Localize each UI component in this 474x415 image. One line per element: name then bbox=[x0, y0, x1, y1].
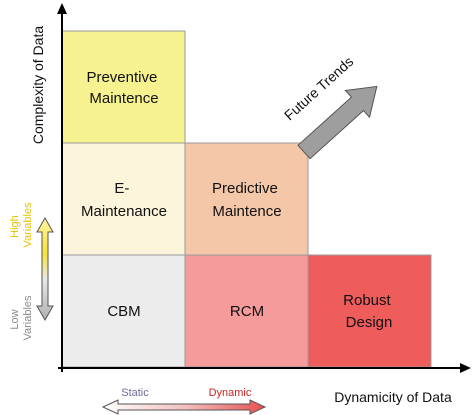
y-axis-label: Complexity of Data bbox=[30, 26, 46, 144]
cell-label-preventive: Preventive Maintence bbox=[86, 69, 161, 107]
cell-label-e-maintenance: E- Maintenance bbox=[81, 180, 167, 220]
y-axis-arrowhead bbox=[57, 3, 67, 14]
future-trends-arrow bbox=[297, 85, 378, 160]
cell-preventive bbox=[61, 30, 186, 144]
cell-e-maintenance bbox=[61, 142, 186, 256]
dynamic-label: Dynamic bbox=[209, 387, 252, 399]
vertical-double-arrow bbox=[36, 216, 54, 322]
cell-cbm bbox=[61, 254, 186, 368]
cell-label-rcm: RCM bbox=[230, 303, 264, 320]
cell-robust-design bbox=[307, 254, 432, 368]
static-label: Static bbox=[121, 387, 149, 399]
low-variables-line-1: Low bbox=[9, 309, 21, 329]
high-variables-line-2: Variables bbox=[22, 202, 34, 248]
future-trends-arrow-shape bbox=[297, 85, 378, 160]
high-variables-label: High Variables bbox=[9, 202, 34, 248]
cell-predictive bbox=[184, 142, 309, 256]
x-axis-label: Dynamicity of Data bbox=[334, 389, 452, 405]
cell-label-robust-design: Robust Design bbox=[343, 292, 395, 331]
cell-label-predictive: Predictive Maintence bbox=[212, 180, 282, 220]
cell-label-cbm: CBM bbox=[107, 303, 140, 320]
x-axis-arrowhead bbox=[460, 363, 471, 373]
low-variables-label: Low Variables bbox=[9, 295, 34, 341]
horizontal-double-arrow bbox=[101, 399, 267, 415]
cell-rcm bbox=[184, 254, 309, 368]
high-variables-line-1: High bbox=[9, 215, 21, 238]
low-variables-line-2: Variables bbox=[22, 295, 34, 341]
